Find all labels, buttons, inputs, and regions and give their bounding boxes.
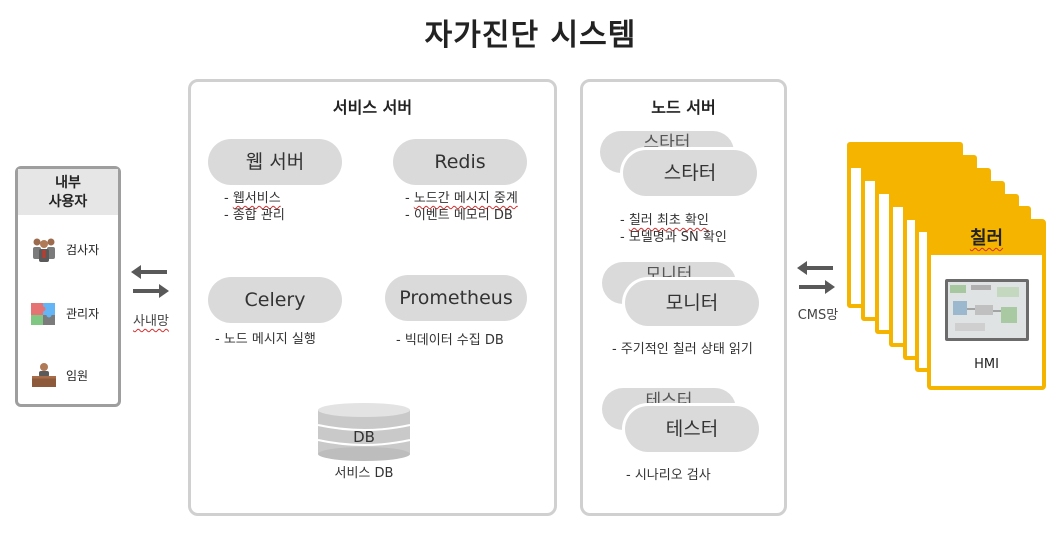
bidirectional-arrow-icon [131, 264, 169, 300]
chiller-title-text: 칠러 [970, 228, 1003, 249]
celery-notes: 노드 메시지 실행 [215, 331, 316, 348]
internal-users-title-line2: 사용자 [18, 193, 118, 212]
chiller-title: 칠러 [931, 223, 1042, 255]
celery-note-1: 노드 메시지 실행 [215, 331, 316, 348]
user-executive: 임원 [28, 357, 118, 393]
cms-link-arrows [797, 260, 835, 296]
monitor-note-1: 주기적인 칠러 상태 읽기 [612, 341, 753, 358]
tester-note-1: 시나리오 검사 [626, 467, 711, 484]
tester-node: 테스터 [625, 406, 759, 452]
redis-node: Redis [393, 139, 527, 185]
page-title: 자가진단 시스템 [0, 10, 1061, 54]
redis-note-2: 이벤트 메모리 DB [405, 207, 518, 224]
intranet-label: 사내망 [125, 310, 177, 329]
user-manager: 관리자 [28, 295, 118, 331]
monitor-notes: 주기적인 칠러 상태 읽기 [612, 341, 753, 358]
monitor-node: 모니터 [625, 280, 759, 326]
manager-puzzle-icon [28, 297, 60, 329]
starter-node: 스타터 [623, 150, 757, 196]
prometheus-node: Prometheus [385, 275, 527, 321]
intranet-label-text: 사내망 [133, 314, 169, 329]
cms-network-label: CMS망 [790, 304, 846, 323]
inspector-group-icon [28, 233, 60, 265]
chiller-card: 칠러 HMI [927, 219, 1046, 390]
user-label-inspector: 검사자 [66, 241, 99, 258]
redis-notes: 노드간 메시지 중계 이벤트 메모리 DB [405, 190, 518, 224]
intranet-link-arrows [131, 264, 169, 300]
executive-desk-icon [28, 359, 60, 391]
node-server-title: 노드 서버 [580, 94, 787, 118]
user-label-executive: 임원 [66, 367, 88, 384]
database-caption: 서비스 DB [317, 462, 411, 481]
starter-note-1: 칠러 최초 확인 [629, 213, 709, 228]
celery-node: Celery [208, 277, 342, 323]
service-server-title: 서비스 서버 [188, 94, 557, 118]
web-server-note-1: 웹서비스 [233, 191, 281, 206]
database-label: DB [317, 428, 411, 446]
internal-users-title-line1: 내부 [18, 174, 118, 193]
tester-notes: 시나리오 검사 [626, 467, 711, 484]
bidirectional-arrow-icon [797, 260, 835, 296]
user-inspector: 검사자 [28, 231, 118, 267]
hmi-screen-icon [945, 279, 1029, 341]
web-server-notes: 웹서비스 종합 관리 [224, 190, 285, 224]
web-server-node: 웹 서버 [208, 139, 342, 185]
hmi-panel [945, 279, 1029, 341]
internal-users-panel: 내부 사용자 검사자 관리자 임원 [15, 166, 121, 407]
internal-users-header: 내부 사용자 [18, 169, 118, 215]
prometheus-notes: 빅데이터 수집 DB [396, 332, 504, 349]
redis-note-1: 노드간 메시지 중계 [414, 191, 518, 206]
starter-notes: 칠러 최초 확인 모델명과 SN 확인 [620, 212, 727, 246]
prometheus-note-1: 빅데이터 수집 DB [396, 332, 504, 349]
starter-note-2: 모델명과 SN 확인 [620, 229, 727, 246]
user-label-manager: 관리자 [66, 305, 99, 322]
web-server-note-2: 종합 관리 [224, 207, 285, 224]
hmi-label: HMI [931, 357, 1042, 372]
